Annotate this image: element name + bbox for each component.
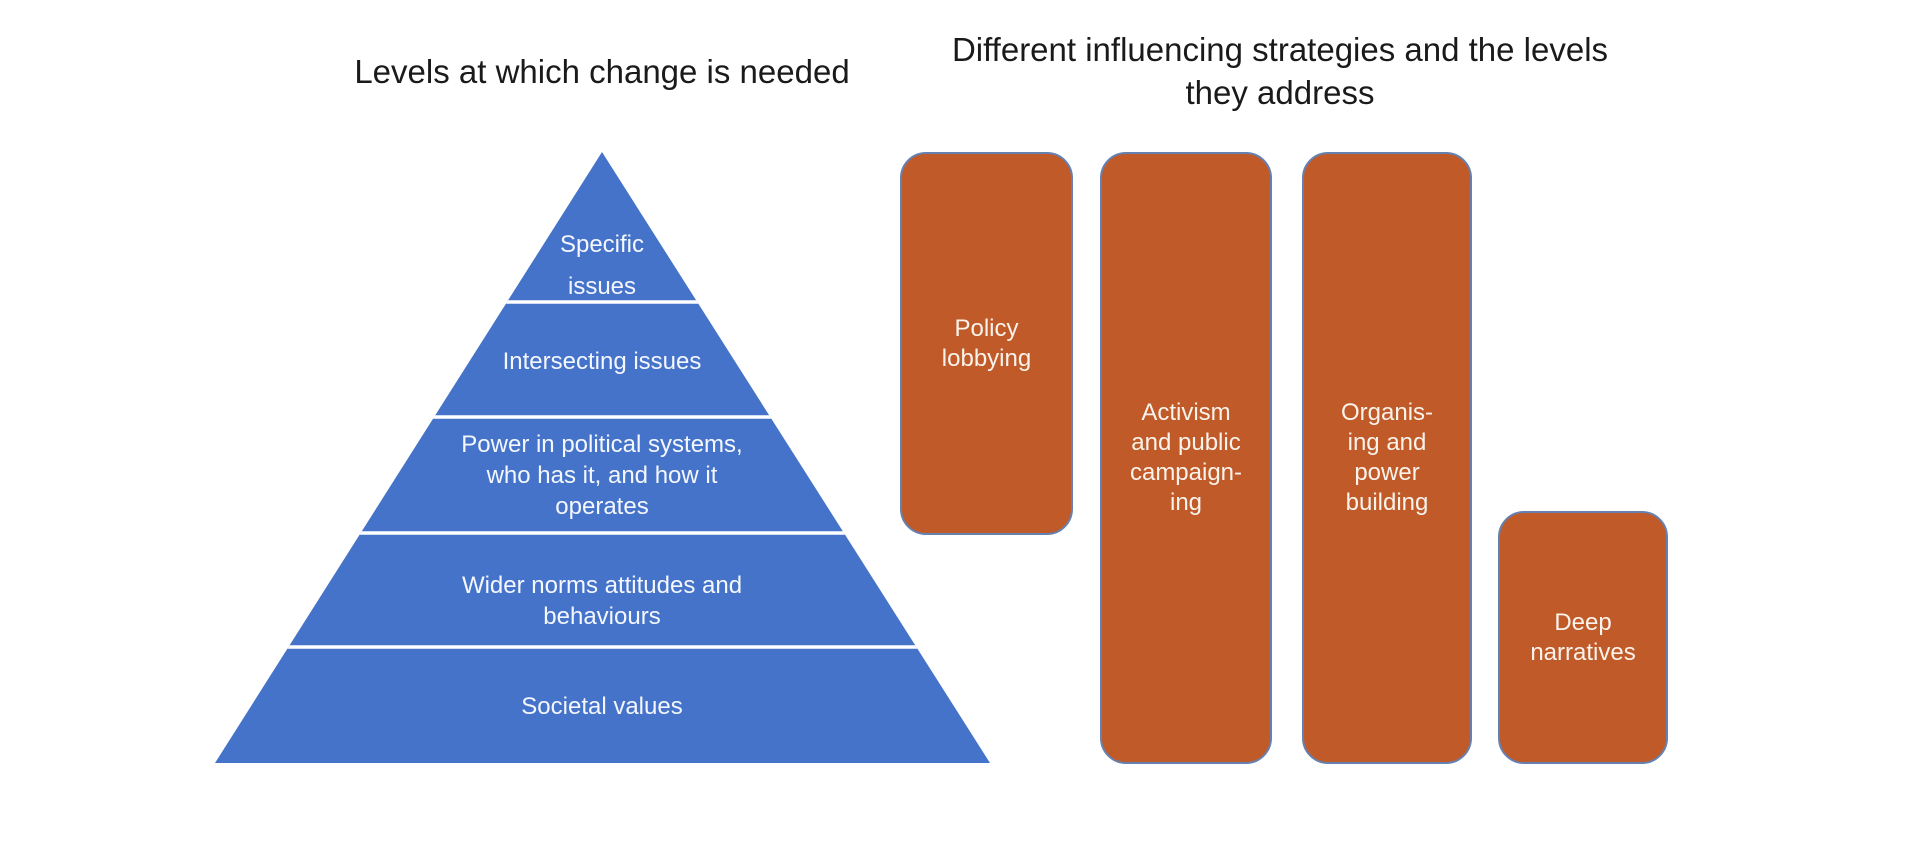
- strategy-bar-policy-lobbying: Policy lobbying: [900, 152, 1073, 535]
- strategy-bar-label: Organis- ing and power building: [1340, 399, 1434, 516]
- pyramid-level-label-power-in-political-systems: Power in political systems, who has it, …: [461, 431, 743, 520]
- pyramid-level-label-specific-issues: Specific issues: [559, 231, 645, 300]
- pyramid-triangle: [215, 152, 990, 763]
- strategies-section-title: Different influencing strategies and the…: [951, 31, 1609, 111]
- strategy-bar-deep-narratives: Deep narratives: [1498, 511, 1668, 764]
- strategy-bar-label: Deep narratives: [1530, 608, 1636, 666]
- pyramid-level-label-intersecting-issues: Intersecting issues: [502, 348, 702, 375]
- strategy-bar-organising-power-building: Organis- ing and power building: [1302, 152, 1472, 764]
- strategy-bar-label: Activism and public campaign- ing: [1129, 399, 1243, 516]
- pyramid-level-label-wider-norms: Wider norms attitudes and behaviours: [461, 572, 743, 630]
- pyramid-shape: [215, 152, 990, 763]
- strategy-bar-label: Policy lobbying: [941, 314, 1032, 372]
- pyramid-section-title: Levels at which change is needed: [354, 53, 850, 90]
- pyramid-level-label-societal-values: Societal values: [521, 693, 683, 720]
- strategy-bar-activism-public-campaigning: Activism and public campaign- ing: [1100, 152, 1272, 764]
